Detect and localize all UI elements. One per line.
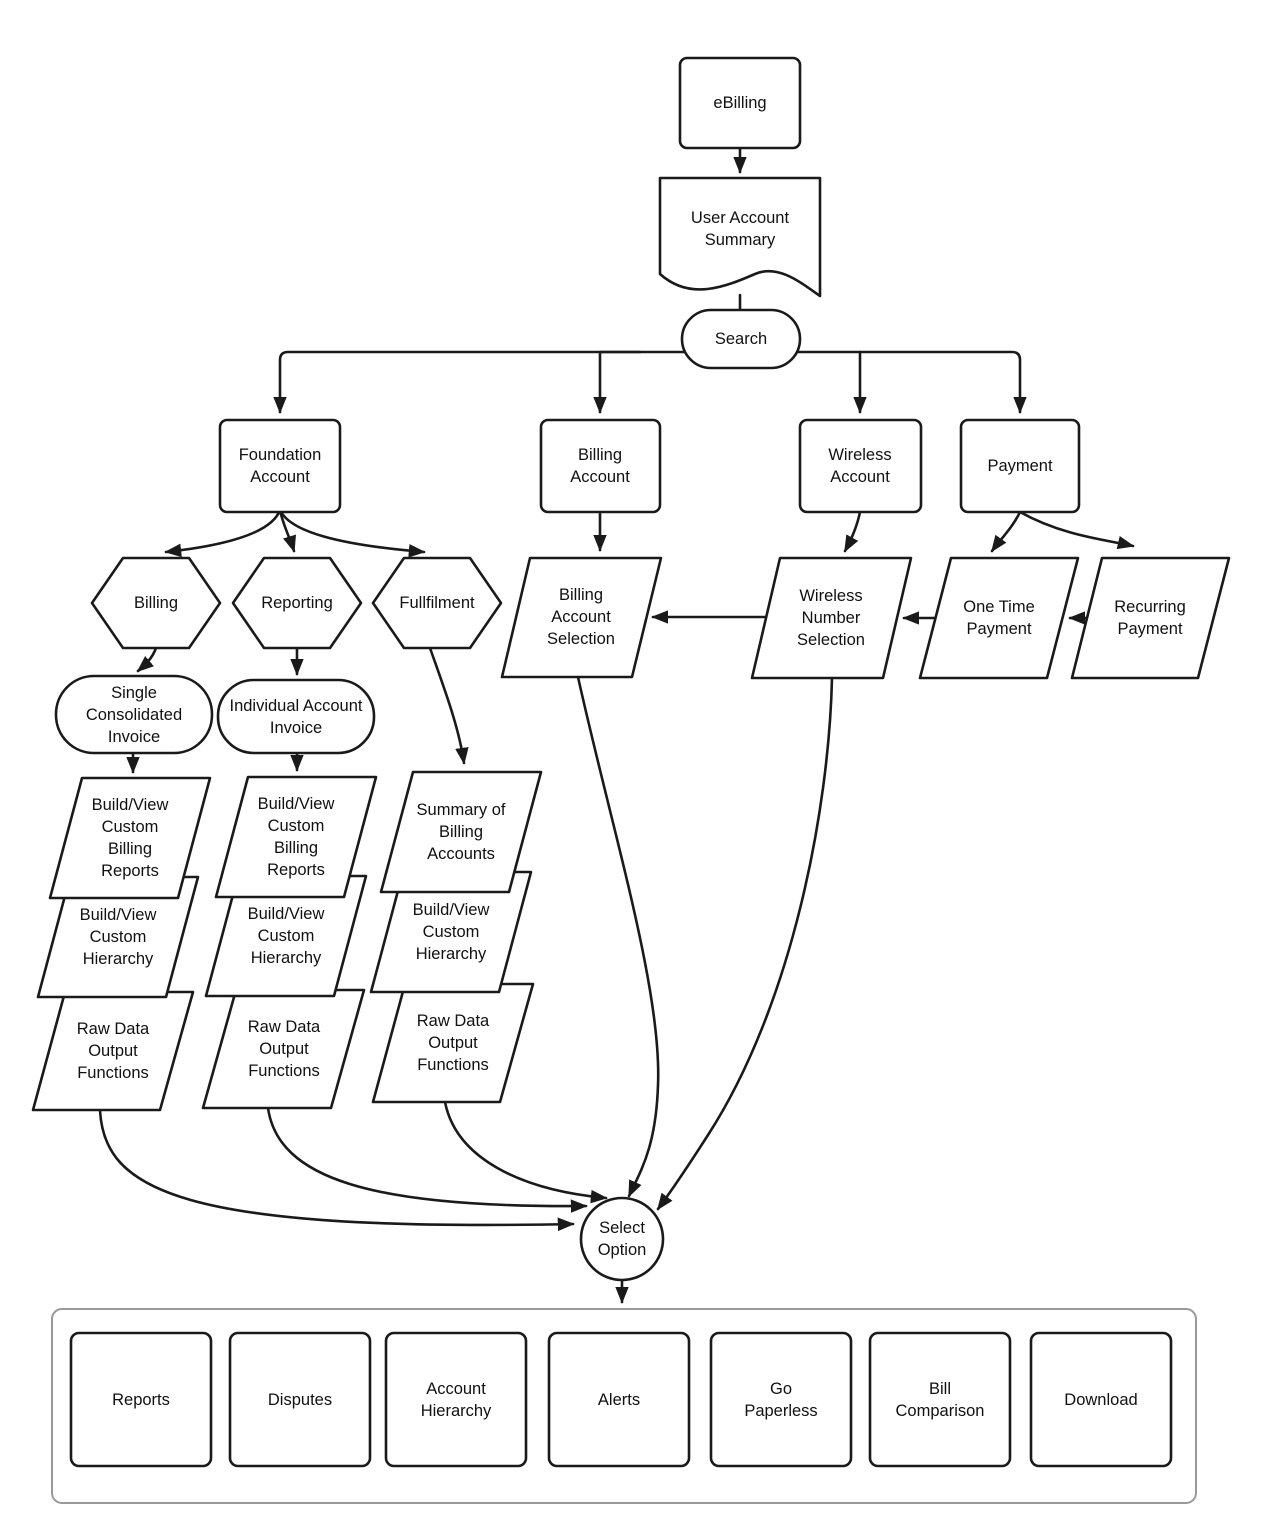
edge-foundation-to-fullfilment xyxy=(278,508,426,558)
payment-node xyxy=(959,418,1081,514)
option-bill-comparison-box xyxy=(868,1331,1012,1468)
option-download-box xyxy=(1029,1331,1173,1468)
billing-account-node xyxy=(539,418,662,514)
c3-summary-node xyxy=(379,770,543,894)
option-account-hierarchy-box xyxy=(384,1331,528,1468)
edge-stack1-to-select xyxy=(98,1108,575,1232)
option-go-paperless-box xyxy=(709,1331,853,1468)
edge-bas-to-select xyxy=(576,675,660,1198)
individual-account-invoice-node xyxy=(216,678,376,755)
c2-reports-node xyxy=(214,775,378,899)
foundation-account-node xyxy=(218,418,342,514)
edge-wireless-account-to-wns xyxy=(843,510,862,553)
c2-raw-data-node xyxy=(201,988,366,1110)
option-reports-box xyxy=(69,1331,213,1468)
edge-billing-to-sci xyxy=(136,646,158,673)
edge-fullfilment-to-summary xyxy=(428,646,469,765)
single-consolidated-invoice-node xyxy=(54,674,214,755)
edge-foundation-to-reporting xyxy=(278,508,296,553)
edge-stack3-to-select xyxy=(443,1100,608,1204)
wireless-number-selection-node xyxy=(750,556,913,680)
c3-raw-data-node xyxy=(371,982,535,1104)
reporting-hexagon xyxy=(231,556,363,650)
edge-payment-to-otp xyxy=(990,510,1022,553)
edge-search-to-foundation-account xyxy=(273,350,688,414)
billing-account-selection-node xyxy=(500,556,663,679)
recurring-payment-node xyxy=(1070,556,1231,680)
c1-reports-node xyxy=(48,776,212,900)
fullfilment-hexagon xyxy=(371,556,503,650)
edge-payment-to-recurring xyxy=(1018,510,1135,550)
wireless-account-node xyxy=(798,418,923,514)
option-disputes-box xyxy=(228,1331,372,1468)
select-option-node xyxy=(579,1196,665,1282)
edge-foundation-to-billing xyxy=(164,508,282,558)
option-alerts-box xyxy=(547,1331,691,1468)
edge-wns-to-select xyxy=(656,676,834,1211)
edge-stack2-to-select xyxy=(266,1106,588,1213)
ebilling-node xyxy=(678,56,802,150)
user-account-summary-node xyxy=(658,176,822,298)
edge-search-to-payment xyxy=(795,350,1027,414)
billing-hexagon xyxy=(90,556,222,650)
one-time-payment-node xyxy=(918,556,1080,680)
edge-search-to-billing-account xyxy=(593,350,642,414)
search-node xyxy=(680,308,802,370)
c1-raw-data-node xyxy=(31,990,195,1112)
